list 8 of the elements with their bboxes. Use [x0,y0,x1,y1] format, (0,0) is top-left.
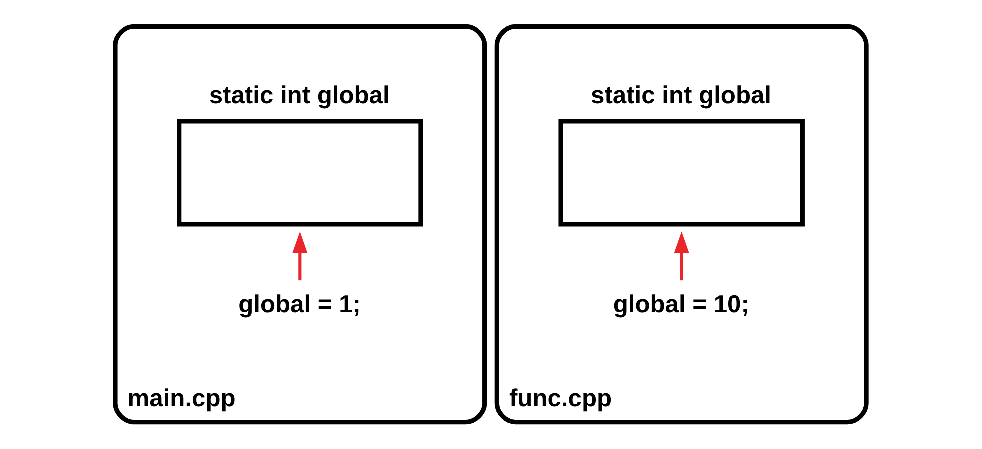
node-label: static int global [209,82,390,110]
arrow [674,232,690,281]
node-text: global = 1; [238,292,361,319]
node-text: global = 10; [613,292,750,319]
node-box [177,119,424,227]
node-box [558,119,805,227]
node-label: static int global [591,82,772,110]
arrow [292,232,308,281]
